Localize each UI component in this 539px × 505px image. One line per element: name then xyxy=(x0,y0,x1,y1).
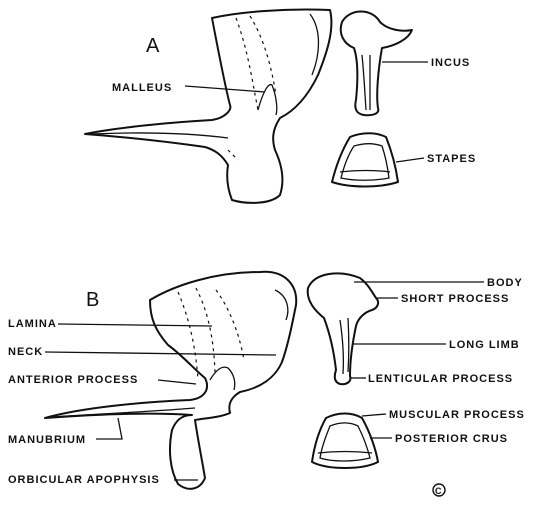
label-orbicular-apophysis: ORBICULAR APOPHYSIS xyxy=(8,474,160,486)
label-body: BODY xyxy=(487,277,523,289)
label-manubrium: MANUBRIUM xyxy=(8,434,86,446)
label-incus: INCUS xyxy=(431,57,470,69)
stapes-b xyxy=(311,412,379,469)
manubrium-leader xyxy=(96,417,123,440)
label-long-limb: LONG LIMB xyxy=(449,339,520,351)
anterior-process-leader xyxy=(157,379,197,385)
label-anterior-process: ANTERIOR PROCESS xyxy=(8,374,138,386)
lamina-leader xyxy=(57,323,213,327)
incus-a xyxy=(339,10,413,117)
panel-b-letter: B xyxy=(86,289,99,311)
malleus-a xyxy=(84,8,333,204)
copyright-circle xyxy=(432,483,446,497)
label-lenticular-process: LENTICULAR PROCESS xyxy=(368,373,513,385)
muscular-process-leader xyxy=(361,413,387,417)
incus-b xyxy=(306,272,380,386)
panel-a-letter: A xyxy=(146,35,160,57)
label-short-process: SHORT PROCESS xyxy=(401,293,509,305)
label-lamina: LAMINA xyxy=(8,318,57,330)
malleus-b xyxy=(44,270,298,490)
malleus-leader xyxy=(184,85,266,93)
copyright-mark: C xyxy=(435,486,443,496)
stapes-leader xyxy=(395,157,425,163)
stapes-a xyxy=(331,132,399,188)
label-stapes: STAPES xyxy=(427,153,476,165)
neck-leader xyxy=(44,351,277,356)
label-malleus: MALLEUS xyxy=(112,82,172,94)
label-posterior-crus: POSTERIOR CRUS xyxy=(395,433,508,445)
label-neck: NECK xyxy=(8,346,43,358)
label-muscular-process: MUSCULAR PROCESS xyxy=(389,409,525,421)
